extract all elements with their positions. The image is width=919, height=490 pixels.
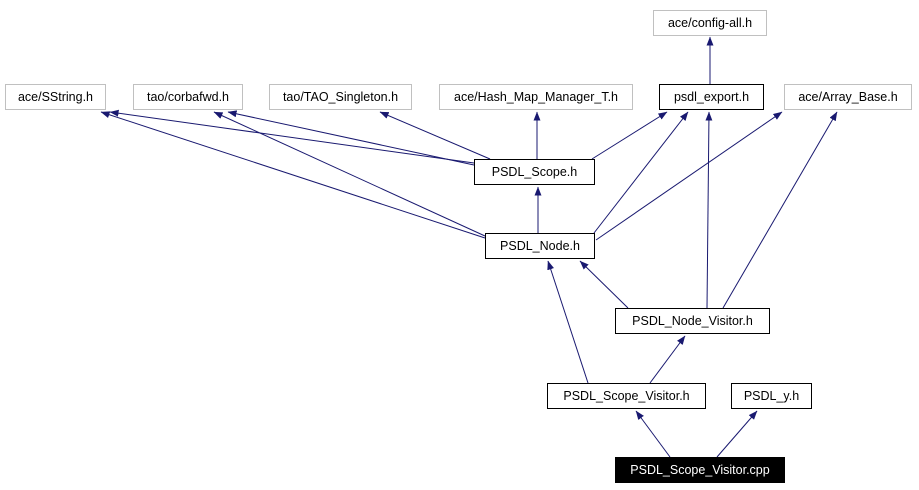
graph-node-label: ace/SString.h: [17, 89, 94, 104]
graph-node-array_base[interactable]: ace/Array_Base.h: [784, 84, 912, 110]
graph-node-corbafwd[interactable]: tao/corbafwd.h: [133, 84, 243, 110]
graph-node-tao_singleton[interactable]: tao/TAO_Singleton.h: [269, 84, 412, 110]
dependency-edge: [379, 111, 491, 160]
graph-node-psdl_export[interactable]: psdl_export.h: [659, 84, 764, 110]
dependency-edge: [213, 111, 486, 237]
graph-node-label: PSDL_Node_Visitor.h: [632, 313, 753, 328]
graph-node-label: PSDL_Scope_Visitor.cpp: [630, 462, 770, 477]
graph-node-label: PSDL_Scope.h: [491, 164, 578, 179]
graph-node-label: PSDL_Scope_Visitor.h: [563, 388, 690, 403]
graph-node-psdl_scope_vis[interactable]: PSDL_Scope_Visitor.h: [547, 383, 706, 409]
dependency-edge: [595, 111, 783, 241]
dependency-edge: [579, 260, 629, 309]
graph-node-psdl_node_vis[interactable]: PSDL_Node_Visitor.h: [615, 308, 770, 334]
graph-node-psdl_scope[interactable]: PSDL_Scope.h: [474, 159, 595, 185]
dependency-edge: [591, 111, 668, 160]
dependency-edge: [722, 111, 838, 309]
graph-node-sstring[interactable]: ace/SString.h: [5, 84, 106, 110]
graph-node-label: tao/corbafwd.h: [147, 89, 229, 104]
dependency-edge: [547, 260, 589, 384]
graph-node-label: ace/config-all.h: [667, 15, 753, 30]
dependency-edge: [716, 410, 758, 458]
dependency-edge: [593, 111, 689, 234]
graph-node-label: PSDL_y.h: [743, 388, 800, 403]
graph-node-root_cpp[interactable]: PSDL_Scope_Visitor.cpp: [615, 457, 785, 483]
dependency-edge: [649, 335, 686, 384]
graph-node-label: ace/Hash_Map_Manager_T.h: [454, 89, 618, 104]
graph-node-label: psdl_export.h: [673, 89, 750, 104]
graph-node-psdl_node[interactable]: PSDL_Node.h: [485, 233, 595, 259]
dependency-edge: [635, 410, 671, 458]
graph-node-label: ace/Array_Base.h: [798, 89, 898, 104]
graph-node-psdl_y[interactable]: PSDL_y.h: [731, 383, 812, 409]
dependency-edge: [705, 111, 713, 309]
graph-node-label: tao/TAO_Singleton.h: [282, 89, 399, 104]
dependency-edge: [100, 111, 486, 239]
graph-node-label: PSDL_Node.h: [500, 238, 580, 253]
graph-node-hash_map[interactable]: ace/Hash_Map_Manager_T.h: [439, 84, 633, 110]
dependency-edge: [227, 110, 475, 166]
dependency-edge: [109, 109, 475, 164]
graph-node-config_all[interactable]: ace/config-all.h: [653, 10, 767, 36]
